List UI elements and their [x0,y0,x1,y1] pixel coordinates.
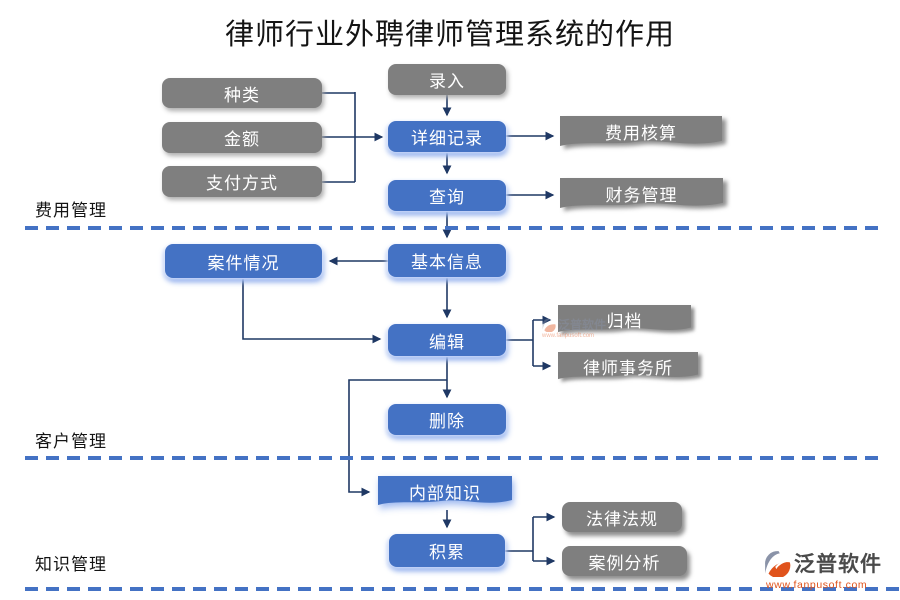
node-category: 种类 [162,78,322,108]
node-law-firm: 律师事务所 [558,351,698,381]
edge-case-situation-to-edit [242,279,382,344]
node-accumulate: 积累 [389,534,505,567]
node-fee-accounting: 费用核算 [560,115,722,148]
node-label: 基本信息 [411,253,483,272]
node-label: 种类 [224,85,260,105]
node-label: 法律法规 [586,509,658,529]
node-basic-info: 基本信息 [388,244,506,277]
brand-name: 泛普软件 [794,553,882,576]
node-label: 积累 [429,543,465,562]
node-label: 金额 [224,130,260,149]
document-shape [560,116,722,146]
document-shape [558,304,691,333]
node-label: 支付方式 [206,174,278,193]
node-label: 编辑 [429,332,465,352]
brand-url: www.fanpusoft.com [766,579,868,591]
node-case-situation: 案件情况 [165,244,322,278]
node-label: 查询 [429,188,465,207]
node-laws-regulations: 法律法规 [562,502,682,532]
section-divider [25,226,881,230]
document-shape [560,178,723,208]
node-label: 案例分析 [588,553,661,573]
node-case-analysis: 案例分析 [562,546,687,576]
node-detailed-record: 详细记录 [388,121,506,152]
section-divider [25,456,881,460]
section-label-knowledge: 知识管理 [35,555,107,574]
node-payment-method: 支付方式 [162,166,322,197]
section-divider [25,587,900,591]
node-edit: 编辑 [388,324,506,356]
node-entry: 录入 [388,64,506,95]
node-label: 案件情况 [207,253,280,273]
node-label: 财务管理 [605,186,678,205]
brand-logo: 泛普软件 www.fanpusoft.com [764,548,896,591]
node-internal-knowledge: 内部知识 [378,475,512,507]
node-label: 详细记录 [411,129,483,148]
node-delete: 删除 [388,404,506,435]
node-label: 内部知识 [409,483,481,503]
node-query: 查询 [388,180,506,211]
document-shape [378,476,512,505]
node-label: 费用核算 [605,124,677,143]
edge-edit-to-internal-knowledge [348,379,447,497]
section-label-fee: 费用管理 [35,201,107,220]
node-amount: 金额 [162,122,322,153]
node-label: 删除 [429,412,465,431]
page-title: 律师行业外聘律师管理系统的作用 [224,19,675,51]
node-financial-management: 财务管理 [560,177,723,210]
node-label: 律师事务所 [583,358,673,378]
node-label: 归档 [606,311,643,331]
section-label-client: 客户管理 [35,432,107,451]
document-shape [558,351,698,380]
node-label: 录入 [429,72,465,91]
brand-logo-icon [765,550,791,577]
node-archive: 归档 [558,304,691,334]
